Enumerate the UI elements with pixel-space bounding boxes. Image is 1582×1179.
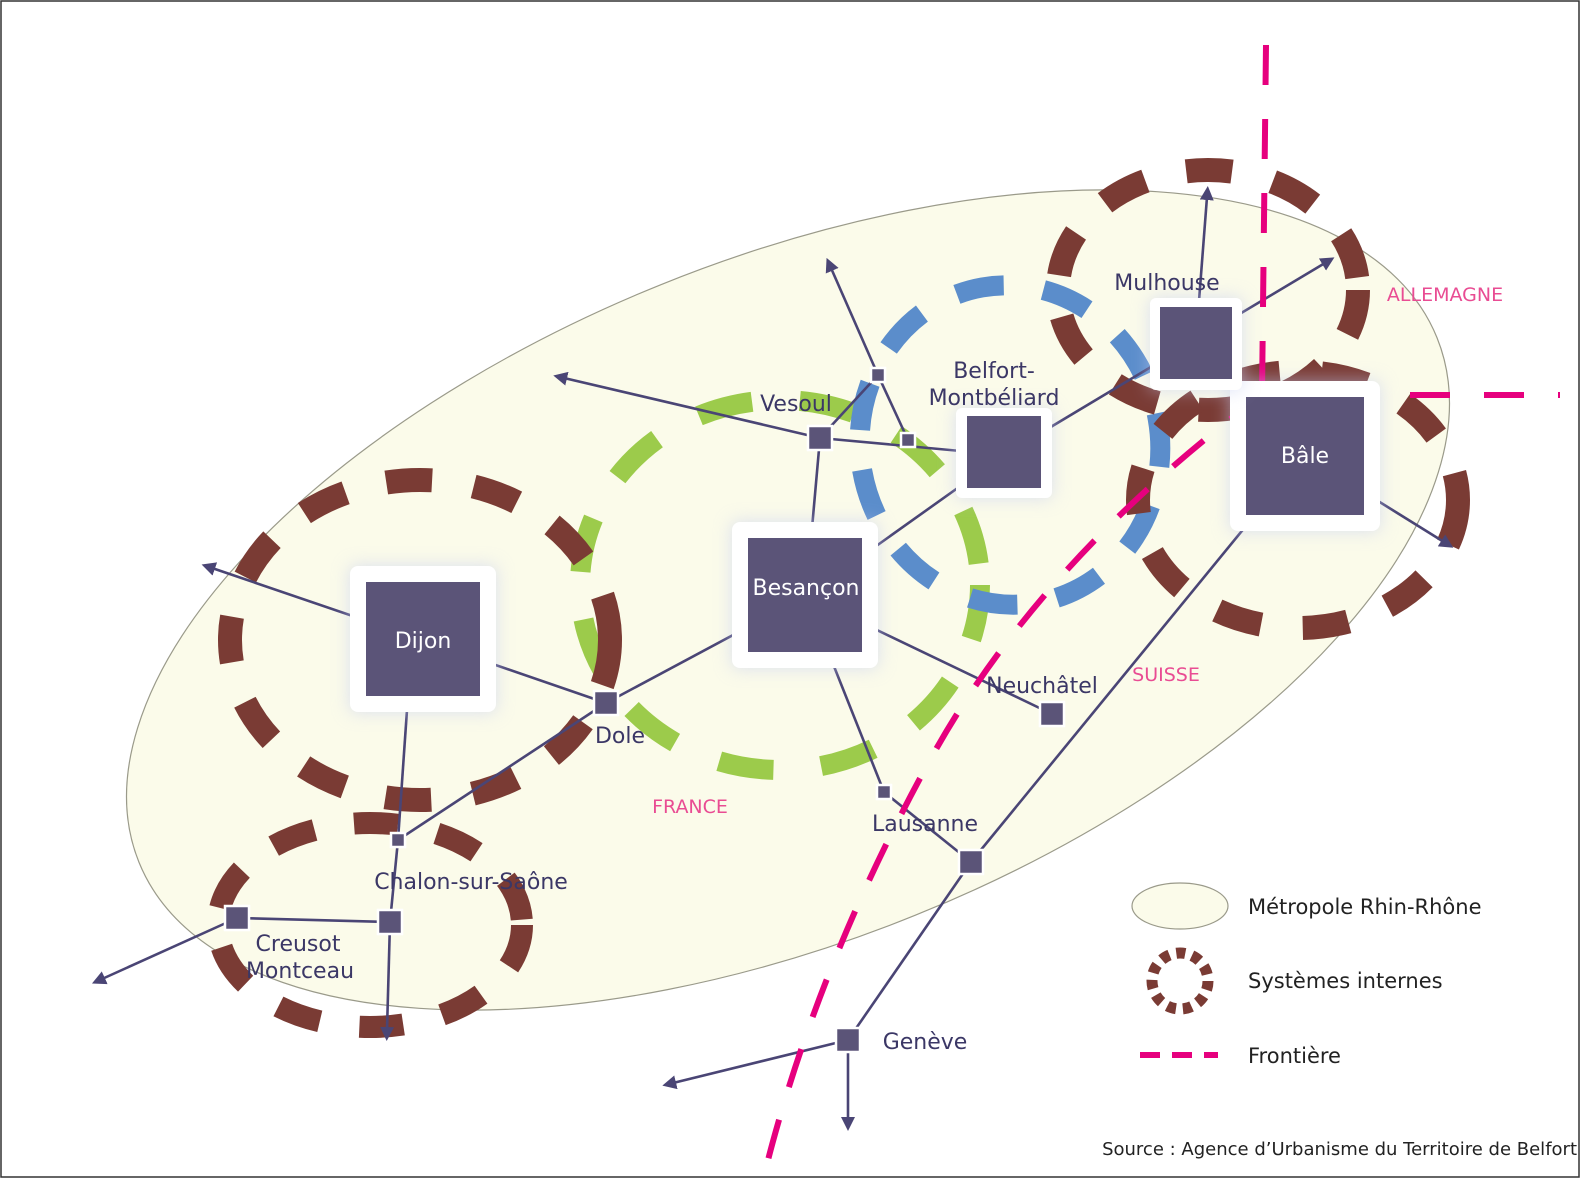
node-neuchatel — [1038, 700, 1066, 728]
node-chalon — [376, 908, 404, 936]
label-belfort-line1: Belfort- — [953, 359, 1035, 384]
internal-system-dijon — [218, 468, 622, 812]
city-dijon: Dijon — [350, 566, 496, 712]
city-besancon: Besançon — [732, 522, 878, 668]
label-dijon: Dijon — [395, 629, 452, 654]
legend: Métropole Rhin-Rhône Systèmes internes F… — [1131, 882, 1482, 1068]
city-belfort-montbeliard — [956, 408, 1052, 498]
label-creusot-line1: Creusot — [256, 932, 341, 957]
legend-frontiere-label: Frontière — [1248, 1044, 1341, 1068]
node-geneve — [834, 1026, 862, 1054]
source-credit: Source : Agence d’Urbanisme du Territoir… — [1102, 1139, 1577, 1160]
label-dole: Dole — [595, 724, 645, 749]
internal-system-mulhouse — [1046, 158, 1370, 422]
city-bale: Bâle — [1230, 381, 1380, 531]
label-neuchatel: Neuchâtel — [986, 674, 1098, 699]
city-mulhouse — [1150, 298, 1242, 390]
legend-systemes-swatch — [1146, 947, 1214, 1015]
label-chalon: Chalon-sur-Saône — [374, 870, 568, 895]
label-belfort-line2: Montbéliard — [929, 386, 1060, 411]
internal-system-chalon — [207, 812, 533, 1038]
node-creusot — [223, 904, 251, 932]
label-france: FRANCE — [652, 796, 728, 818]
label-vesoul: Vesoul — [760, 392, 832, 417]
node-junction-3 — [875, 783, 893, 801]
legend-systemes-label: Systèmes internes — [1248, 969, 1443, 993]
legend-metropole-swatch — [1131, 882, 1229, 930]
label-allemagne: ALLEMAGNE — [1387, 284, 1503, 306]
node-dole — [592, 689, 620, 717]
legend-metropole-label: Métropole Rhin-Rhône — [1248, 895, 1482, 919]
node-junction-1 — [869, 366, 887, 384]
border-lines — [765, 44, 1560, 1161]
node-vesoul — [806, 424, 834, 452]
label-creusot-line2: Montceau — [246, 959, 354, 984]
label-bale: Bâle — [1281, 444, 1329, 469]
label-suisse: SUISSE — [1132, 664, 1200, 686]
green-system-ring — [570, 390, 990, 780]
label-mulhouse: Mulhouse — [1114, 271, 1219, 296]
node-junction-2 — [899, 431, 917, 449]
label-geneve: Genève — [883, 1030, 968, 1055]
node-lausanne — [957, 848, 985, 876]
node-junction-4 — [389, 831, 407, 849]
label-besancon: Besançon — [752, 576, 859, 601]
label-lausanne: Lausanne — [872, 812, 978, 837]
